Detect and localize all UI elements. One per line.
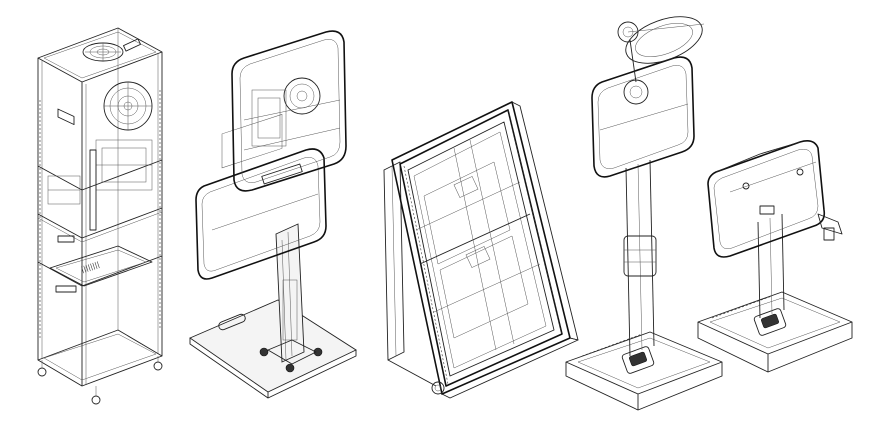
pole-kiosk-drawing <box>565 16 723 411</box>
low-pedestal-unit-drawing <box>697 140 853 373</box>
a-frame-panel-drawing <box>383 101 579 399</box>
cabinet-kiosk-drawing: |||||||| <box>37 27 163 405</box>
pedestal-booth-drawing <box>189 30 357 399</box>
svg-text:||||||||: |||||||| <box>80 260 100 273</box>
